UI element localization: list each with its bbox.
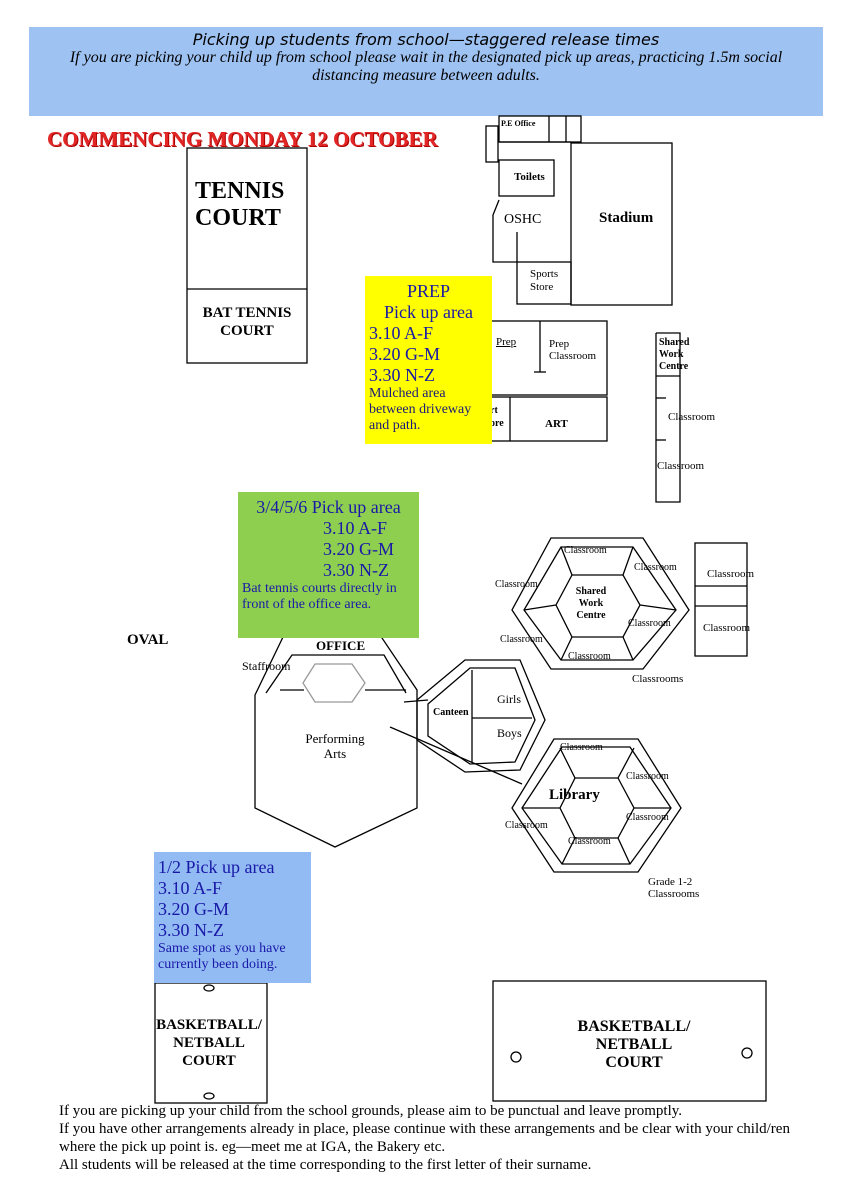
grade-12-note: Same spot as you have currently been doi… bbox=[158, 941, 286, 972]
classroom-label: Classroom bbox=[703, 622, 751, 634]
footer-line-2: If you have other arrangements already i… bbox=[59, 1121, 790, 1155]
classroom-label: Classroom bbox=[564, 545, 607, 556]
classroom-label: Classroom bbox=[568, 836, 611, 847]
library-hexagon bbox=[511, 738, 682, 873]
prep-time-2: 3.20 G-M bbox=[369, 344, 440, 364]
staffroom-label: Staffroom bbox=[242, 659, 291, 673]
classroom-label: Classroom bbox=[628, 618, 671, 629]
basketball-right-label: BASKETBALL/ NETBALL COURT bbox=[577, 1018, 691, 1071]
footer-line-1: If you are picking up your child from th… bbox=[59, 1103, 683, 1119]
classroom-label: Classroom bbox=[505, 820, 548, 831]
prep-time-3: 3.30 N-Z bbox=[369, 365, 435, 385]
art-store-label: rt ore bbox=[490, 405, 504, 429]
classroom-label: Classroom bbox=[626, 812, 669, 823]
pe-office-label: P.E Office bbox=[501, 119, 536, 128]
basketball-left-label: BASKETBALL/ NETBALL COURT bbox=[156, 1017, 262, 1069]
sports-store-label: Sports Store bbox=[530, 268, 559, 293]
header-title: Picking up students from school—staggere… bbox=[192, 30, 660, 49]
grade-3456-title: 3/4/5/6 Pick up area bbox=[256, 497, 401, 517]
shared-work-centre-right-label: Shared Work Centre bbox=[659, 337, 690, 372]
art-label: ART bbox=[545, 418, 568, 430]
grade-12-pickup-box: 1/2 Pick up area 3.10 A-F 3.20 G-M 3.30 … bbox=[154, 852, 311, 983]
grade-3456-time-2: 3.20 G-M bbox=[323, 539, 394, 559]
classroom-label: Classroom bbox=[500, 634, 543, 645]
bat-tennis-court-label: BAT TENNIS COURT bbox=[202, 305, 292, 339]
grade-3456-note: Bat tennis courts directly in front of t… bbox=[242, 581, 397, 612]
performing-arts-block bbox=[254, 634, 418, 848]
footer-notes: If you are picking up your child from th… bbox=[59, 1102, 829, 1174]
office-label: OFFICE bbox=[316, 638, 366, 653]
sports-store-block bbox=[516, 261, 572, 305]
classroom-label: Classroom bbox=[668, 411, 716, 423]
grade-12-title: 1/2 Pick up area bbox=[158, 857, 275, 877]
grade-3456-pickup-box: 3/4/5/6 Pick up area 3.10 A-F 3.20 G-M 3… bbox=[238, 492, 419, 638]
classroom-label: Classroom bbox=[626, 771, 669, 782]
prep-label: Prep bbox=[496, 336, 517, 348]
classroom-pair-block bbox=[694, 542, 748, 657]
basketball-court-left bbox=[154, 982, 268, 1104]
canteen-label: Canteen bbox=[433, 707, 469, 718]
grade-12-time-2: 3.20 G-M bbox=[158, 899, 229, 919]
classroom-label: Classroom bbox=[657, 460, 705, 472]
boys-label: Boys bbox=[497, 726, 522, 740]
header-text: If you are picking your child up from sc… bbox=[69, 49, 783, 84]
classroom-label: Classroom bbox=[560, 742, 603, 753]
footer-line-3: All students will be released at the tim… bbox=[59, 1157, 592, 1173]
classroom-label: Classroom bbox=[707, 568, 755, 580]
grade-3456-time-3: 3.30 N-Z bbox=[323, 560, 389, 580]
stadium-block bbox=[570, 142, 673, 306]
prep-subtitle: Pick up area bbox=[384, 302, 473, 322]
classroom-label: Classroom bbox=[568, 651, 611, 662]
canteen-block bbox=[416, 659, 546, 773]
grade-12-time-3: 3.30 N-Z bbox=[158, 920, 224, 940]
stadium-label: Stadium bbox=[599, 210, 654, 226]
classrooms-label: Classrooms bbox=[632, 673, 684, 685]
upper-hexagon bbox=[511, 537, 690, 670]
prep-note: Mulched area between driveway and path. bbox=[369, 386, 472, 433]
prep-pickup-box: PREP Pick up area 3.10 A-F 3.20 G-M 3.30… bbox=[365, 276, 492, 444]
prep-title: PREP bbox=[406, 281, 451, 301]
grade-12-time-1: 3.10 A-F bbox=[158, 878, 223, 898]
tennis-court-label: TENNIS COURT bbox=[195, 178, 285, 231]
header-banner: Picking up students from school—staggere… bbox=[29, 27, 823, 116]
oshc-label: OSHC bbox=[504, 212, 542, 227]
toilets-block bbox=[498, 159, 555, 197]
library-label: Library bbox=[549, 787, 600, 803]
tennis-court bbox=[186, 147, 308, 364]
classroom-label: Classroom bbox=[634, 562, 677, 573]
grade-1-2-classrooms-label: Grade 1-2 Classrooms bbox=[648, 876, 700, 900]
toilets-label: Toilets bbox=[514, 171, 545, 183]
shared-work-centre-hex-label: Shared Work Centre bbox=[575, 586, 607, 621]
commencing-date: COMMENCING MONDAY 12 OCTOBER bbox=[47, 127, 438, 151]
classroom-label: Classroom bbox=[495, 579, 538, 590]
shared-work-centre-block bbox=[655, 332, 681, 503]
girls-label: Girls bbox=[497, 692, 521, 706]
performing-arts-label: Performing Arts bbox=[305, 731, 365, 761]
oval-label: OVAL bbox=[127, 632, 169, 648]
basketball-court-right bbox=[492, 980, 767, 1102]
prep-classroom-label: Prep Classroom bbox=[549, 338, 597, 362]
prep-time-1: 3.10 A-F bbox=[369, 323, 434, 343]
grade-3456-time-1: 3.10 A-F bbox=[323, 518, 388, 538]
